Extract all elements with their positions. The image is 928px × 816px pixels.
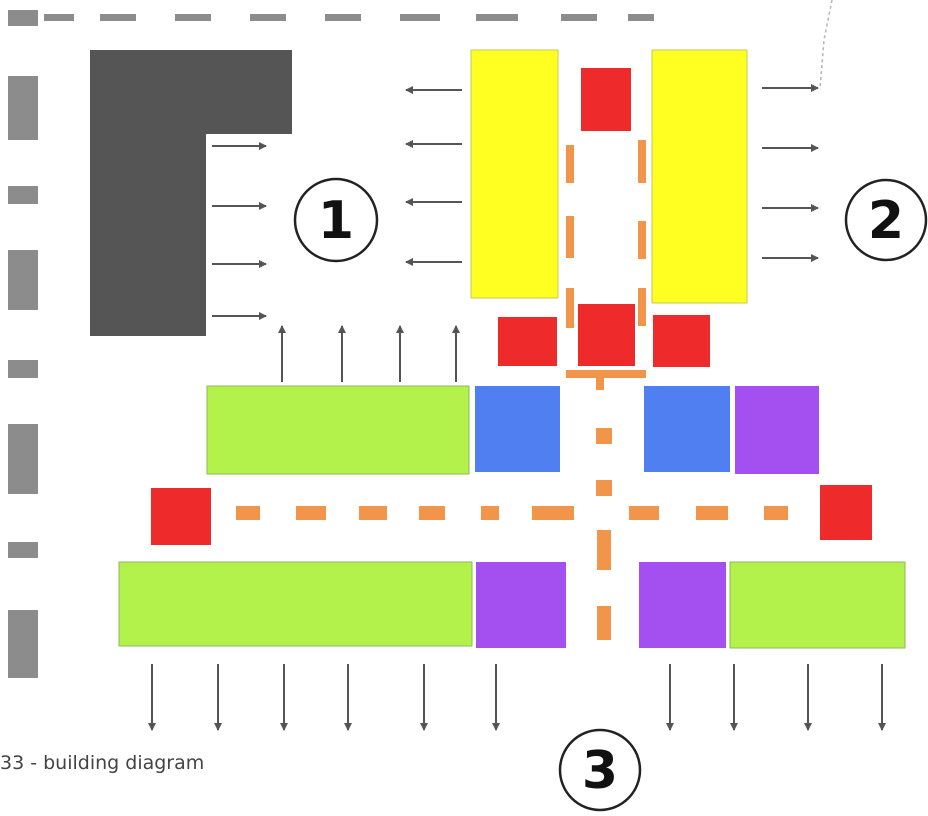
boundary-dash [8, 542, 38, 558]
zone-label: 2 [868, 191, 904, 251]
blue-block [644, 386, 730, 472]
path-dash [597, 530, 611, 570]
boundary-dash [8, 76, 38, 140]
existing-building [90, 50, 292, 336]
boundary-dash [44, 14, 74, 21]
boundary-dash [8, 250, 38, 310]
boundary-dash [175, 14, 211, 21]
zone-label: 3 [582, 741, 618, 801]
path-dash [629, 506, 659, 520]
path-dash [596, 480, 612, 496]
path-dash [638, 288, 646, 326]
path-dash [236, 506, 260, 520]
path-dash [419, 506, 445, 520]
zone-marker-1: 1 [293, 177, 379, 263]
path-dash [532, 506, 574, 520]
zone-marker-2: 2 [844, 178, 928, 262]
purple-block [476, 562, 566, 648]
zone-marker-3: 3 [558, 728, 642, 812]
arrows-up [278, 325, 460, 382]
boundary-dash [476, 14, 518, 21]
green-block [206, 385, 470, 475]
arrows-left-of-yellow [405, 86, 462, 266]
site-boundary [8, 10, 654, 678]
path-dash [566, 370, 646, 378]
path-dash [764, 506, 788, 520]
boundary-dash [8, 610, 38, 678]
path-dash [296, 506, 326, 520]
yellow-block-left [470, 49, 559, 299]
boundary-dash [8, 360, 38, 378]
zone-circle [293, 177, 379, 263]
yellow-block-right [651, 49, 748, 304]
boundary-dash [8, 424, 38, 494]
path-dash [566, 288, 574, 328]
boundary-dash [561, 14, 597, 21]
red-block [578, 304, 635, 366]
arrows-zone-3 [148, 664, 886, 731]
red-block [581, 68, 631, 131]
boundary-dash [250, 14, 286, 21]
red-block [151, 488, 211, 545]
path-dash [696, 506, 728, 520]
purple-block [639, 562, 726, 648]
boundary-dash [628, 14, 654, 21]
path-dash [566, 145, 574, 183]
boundary-dash [8, 10, 38, 26]
boundary-dash [100, 14, 136, 21]
arrows-zone-1 [212, 142, 267, 320]
path-dash [596, 370, 604, 390]
green-block [729, 561, 906, 649]
path-dash [566, 216, 574, 258]
diagram-caption: 33 - building diagram [0, 752, 205, 774]
red-block [498, 317, 557, 366]
purple-block [735, 386, 819, 474]
green-block [118, 561, 473, 647]
boundary-dash [400, 14, 440, 21]
circulation-path [236, 140, 788, 640]
path-dash [638, 221, 646, 259]
zone-circle [558, 728, 642, 812]
boundary-dash [8, 186, 38, 204]
red-block [820, 485, 872, 540]
arrows-zone-2 [762, 84, 819, 262]
path-dash [359, 506, 387, 520]
path-dash [638, 140, 646, 183]
zone-circle [844, 178, 928, 262]
path-dash [596, 428, 612, 444]
boundary-dash [325, 14, 361, 21]
zone-label: 1 [318, 191, 354, 251]
red-block [653, 315, 710, 367]
path-dash [481, 506, 499, 520]
path-dash [597, 606, 611, 640]
blue-block [475, 386, 560, 472]
dotted-leader-line [819, 0, 833, 89]
